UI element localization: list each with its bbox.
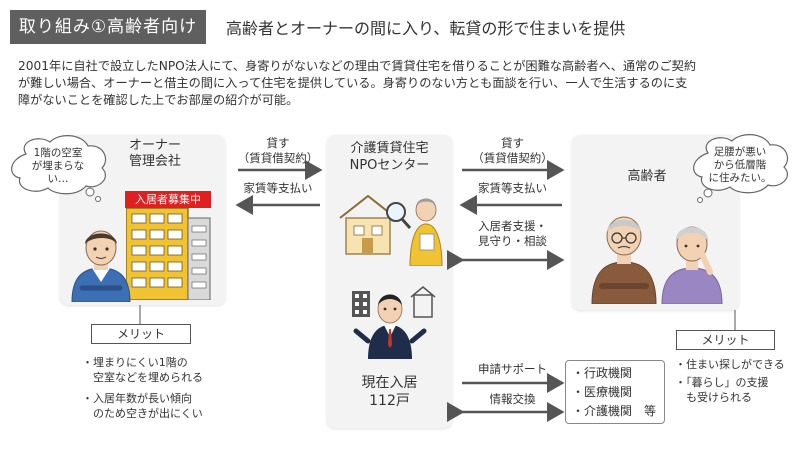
apartment-building-icon	[126, 208, 212, 300]
support-label: 入居者支援・ 見守り・相談	[465, 219, 560, 249]
elderly-title: 高齢者	[612, 165, 682, 184]
merit-item: ・入居年数が長い傾向	[82, 391, 203, 406]
agency-item: ・医療機関	[572, 383, 664, 402]
lease-right-line: 貸す	[465, 136, 560, 151]
agency-item: ・介護機関 等	[572, 402, 664, 421]
lease-right-label: 貸す （賃貸借契約）	[465, 136, 560, 166]
agencies-box: ・行政機関 ・医療機関 ・介護機関 等	[565, 360, 665, 424]
owner-title-line: 管理会社	[100, 154, 210, 170]
merit-item: ・「暮らし」の支援	[675, 375, 785, 390]
lease-right-line: （賃貸借契約）	[465, 151, 560, 166]
merit-item: 空室などを埋められる	[82, 370, 203, 385]
merit-item: ・埋まりにくい1階の	[82, 355, 203, 370]
npo-staff-icon	[338, 285, 442, 359]
merit-item: も受けられる	[675, 390, 785, 405]
recruiting-badge: 入居者募集中	[125, 191, 211, 208]
elderly-thought-line: 足腰が悪い	[702, 146, 778, 159]
rent-left-label: 家賃等支払い	[233, 181, 323, 196]
agency-item: ・行政機関	[572, 364, 664, 383]
merit-item: のため空きが出にくい	[82, 406, 203, 421]
npo-title: 介護賃貸住宅 NPOセンター	[327, 140, 452, 174]
elderly-thought-line: に住みたい。	[702, 172, 778, 185]
owner-merit-label: メリット	[91, 324, 191, 344]
owner-merit-list: ・埋まりにくい1階の 空室などを埋められる ・入居年数が長い傾向 のため空きが出…	[82, 355, 203, 421]
support-line: 入居者支援・	[465, 219, 560, 234]
elderly-merit-list: ・住まい探しができる ・「暮らし」の支援 も受けられる	[675, 357, 785, 405]
owner-person-icon	[68, 222, 134, 302]
elderly-couple-icon	[588, 200, 728, 304]
rent-right-label: 家賃等支払い	[465, 181, 560, 196]
house-inspection-icon	[334, 182, 446, 266]
residents-value: 112戸	[327, 392, 452, 410]
owner-thought-line: が埋まらな	[20, 160, 96, 173]
application-support-label: 申請サポート	[465, 362, 560, 377]
residents-count: 現在入居 112戸	[327, 374, 452, 410]
owner-thought-line: 1階の空室	[20, 147, 96, 160]
lease-left-label: 貸す （賃貸借契約）	[233, 136, 323, 166]
owner-title: オーナー 管理会社	[100, 138, 210, 170]
owner-thought-text: 1階の空室 が埋まらな い…	[20, 147, 96, 186]
npo-title-line: 介護賃貸住宅	[327, 140, 452, 157]
residents-label: 現在入居	[327, 374, 452, 392]
elderly-merit-label: メリット	[676, 330, 775, 350]
npo-title-line: NPOセンター	[327, 157, 452, 174]
lease-left-line: 貸す	[233, 136, 323, 151]
owner-thought-line: い…	[20, 173, 96, 186]
owner-title-line: オーナー	[100, 138, 210, 154]
elderly-thought-text: 足腰が悪い から低層階 に住みたい。	[702, 146, 778, 185]
merit-item: ・住まい探しができる	[675, 357, 785, 372]
support-line: 見守り・相談	[465, 234, 560, 249]
lease-left-line: （賃貸借契約）	[233, 151, 323, 166]
elderly-thought-line: から低層階	[702, 159, 778, 172]
info-exchange-label: 情報交換	[465, 392, 560, 407]
